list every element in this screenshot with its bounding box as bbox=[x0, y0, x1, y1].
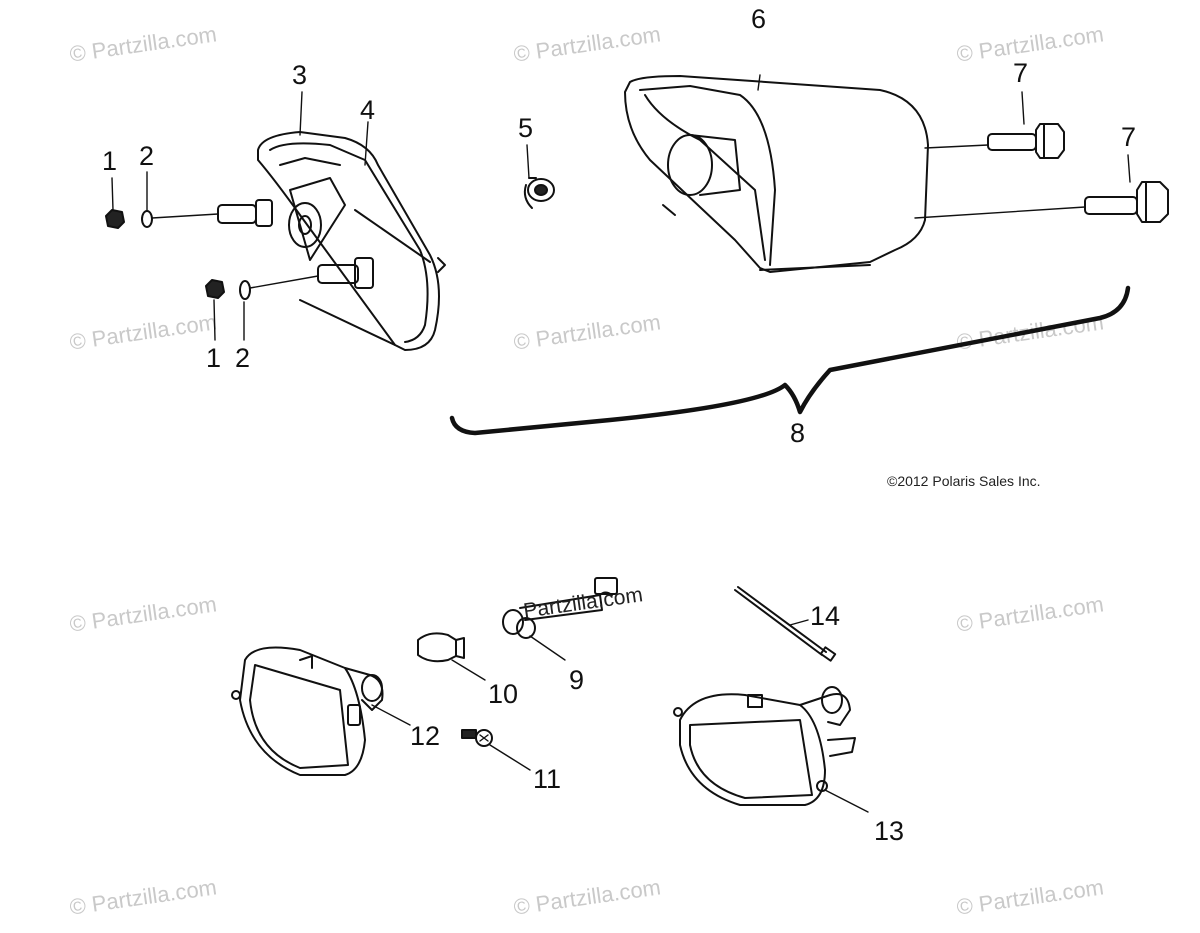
bulb bbox=[417, 632, 465, 663]
callout-13: 13 bbox=[874, 816, 905, 846]
copyright-text: ©2012 Polaris Sales Inc. bbox=[887, 473, 1041, 489]
stud-lower bbox=[317, 257, 374, 289]
leader-line bbox=[249, 275, 319, 289]
callout-7: 7 bbox=[1121, 122, 1137, 152]
socket-harness bbox=[502, 577, 618, 639]
callout-8: 8 bbox=[790, 418, 806, 448]
callout-3: 3 bbox=[292, 60, 308, 90]
stud-upper bbox=[217, 199, 273, 227]
callout-1: 1 bbox=[206, 343, 222, 373]
fog-light-left bbox=[231, 646, 384, 776]
callout-1: 1 bbox=[102, 146, 118, 176]
assembly-bracket bbox=[449, 285, 1131, 436]
callout-10: 10 bbox=[488, 679, 519, 709]
headlight-housing-right bbox=[624, 75, 929, 273]
callout-4: 4 bbox=[360, 95, 376, 125]
fog-light-right bbox=[673, 686, 856, 806]
callout-11: 11 bbox=[533, 764, 562, 794]
callout-9: 9 bbox=[569, 665, 585, 695]
washer-lower bbox=[239, 280, 251, 300]
callout-2: 2 bbox=[235, 343, 251, 373]
callout-6: 6 bbox=[751, 4, 767, 34]
callout-12: 12 bbox=[410, 721, 441, 751]
callout-7: 7 bbox=[1013, 58, 1029, 88]
clip-part bbox=[523, 177, 555, 209]
callout-14: 14 bbox=[810, 601, 841, 631]
bolt-lower bbox=[1084, 181, 1169, 223]
nut-upper bbox=[105, 209, 125, 229]
leader-line bbox=[151, 213, 219, 219]
washer-upper bbox=[141, 210, 153, 228]
callout-2: 2 bbox=[139, 141, 155, 171]
screw bbox=[461, 729, 493, 747]
nut-lower bbox=[205, 279, 225, 299]
headlight-housing-left bbox=[257, 131, 446, 351]
callout-5: 5 bbox=[518, 113, 534, 143]
bolt-upper bbox=[987, 123, 1065, 159]
cable-tie bbox=[734, 586, 837, 662]
